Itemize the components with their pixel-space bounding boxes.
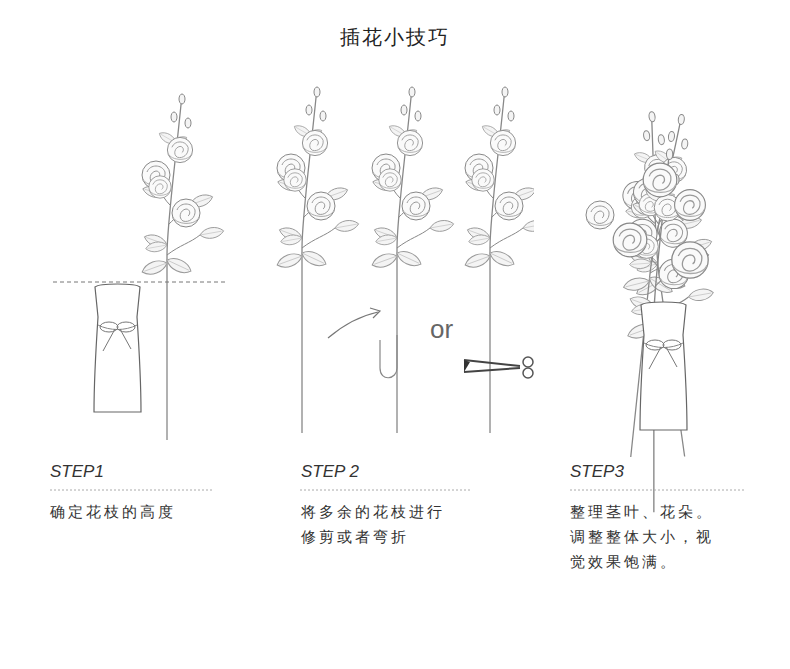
step-heading: STEP1 (50, 462, 220, 482)
step-heading: STEP3 (570, 462, 740, 482)
or-word: or (430, 314, 453, 345)
step-description: 整理茎叶、花朵。 调整整体大小，视 觉效果饱满。 (570, 500, 730, 575)
page-title: 插花小技巧 (340, 24, 450, 51)
step-description: 将多余的花枝进行 修剪或者弯折 (301, 500, 461, 550)
step-heading: STEP 2 (301, 462, 471, 482)
step-description: 确定花枝的高度 (50, 500, 215, 525)
